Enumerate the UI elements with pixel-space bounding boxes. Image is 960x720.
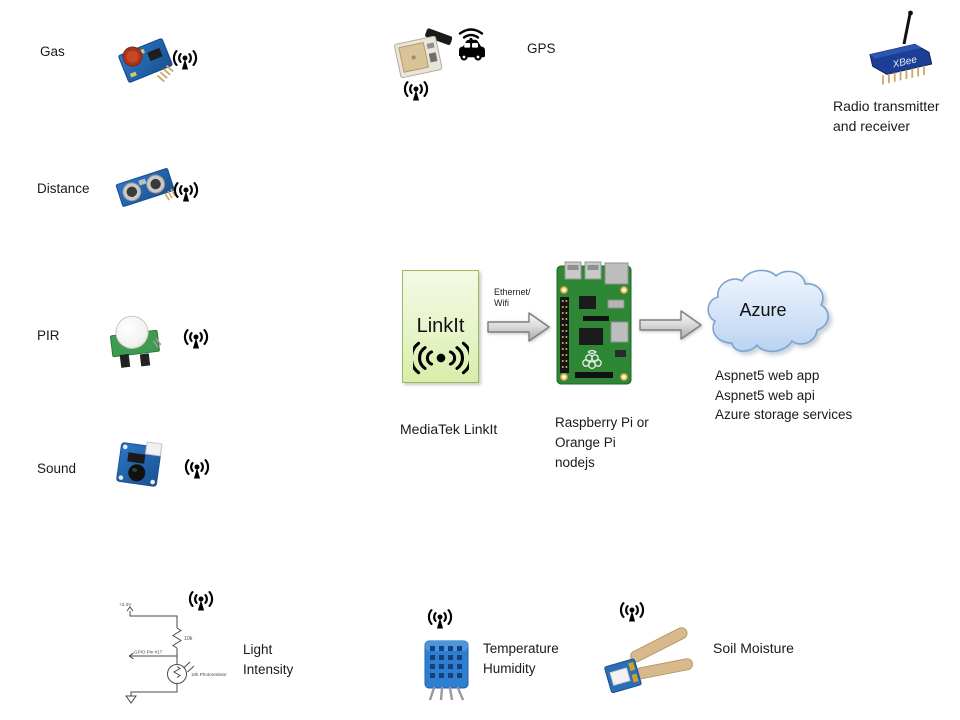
wireless-signal-icon bbox=[412, 341, 469, 375]
azure-cloud: Azure bbox=[702, 266, 832, 361]
arrow-pi-to-azure bbox=[639, 307, 703, 343]
distance-radio-icon-slot bbox=[172, 177, 200, 203]
radio-transmitter-label: Radio transmitter and receiver bbox=[833, 98, 940, 134]
ethernet-wifi-label: Ethernet/ Wifi bbox=[494, 287, 531, 308]
radio-broadcast-icon bbox=[188, 591, 214, 611]
radio-transmitter-image: XBee bbox=[858, 8, 936, 86]
light-circuit-schematic: +3.3V 10k GPIO Pin #17 10k Photoresistor bbox=[115, 598, 243, 704]
circuit-gpio-label: GPIO Pin #17 bbox=[134, 650, 163, 655]
radio-broadcast-icon bbox=[619, 602, 645, 622]
light-radio-icon-slot bbox=[187, 586, 215, 612]
radio-broadcast-icon bbox=[172, 50, 198, 70]
pir-radio-icon-slot bbox=[182, 324, 210, 350]
distance-sensor-image bbox=[114, 162, 176, 212]
gps-radio-icon-slot bbox=[402, 76, 430, 102]
gps-label: GPS bbox=[527, 41, 556, 56]
gas-sensor-image bbox=[116, 31, 174, 85]
temperature-radio-icon-slot bbox=[426, 604, 454, 630]
radio-broadcast-icon bbox=[173, 182, 199, 202]
temperature-humidity-label: Temperature Humidity bbox=[483, 641, 559, 676]
car-wifi-icon bbox=[451, 26, 491, 66]
circuit-vcc-label: +3.3V bbox=[119, 602, 132, 607]
gas-label: Gas bbox=[40, 44, 65, 59]
sound-sensor-image bbox=[111, 436, 167, 492]
mediatek-caption: MediaTek LinkIt bbox=[400, 421, 498, 437]
gateway-caption: Raspberry Pi or Orange Pi nodejs bbox=[555, 415, 649, 470]
azure-cloud-title: Azure bbox=[739, 300, 786, 320]
radio-broadcast-icon bbox=[183, 329, 209, 349]
gps-module-image bbox=[390, 24, 452, 82]
linkit-title: LinkIt bbox=[416, 315, 465, 337]
linkit-box: LinkIt bbox=[402, 270, 479, 383]
distance-label: Distance bbox=[37, 181, 90, 196]
radio-broadcast-icon bbox=[403, 81, 429, 101]
gas-radio-icon-slot bbox=[171, 45, 199, 71]
circuit-resistor-label: 10k bbox=[184, 636, 193, 642]
radio-broadcast-icon bbox=[184, 459, 210, 479]
dht11-sensor-image bbox=[417, 636, 475, 700]
sound-label: Sound bbox=[37, 461, 77, 476]
pir-label: PIR bbox=[37, 328, 60, 343]
soil-radio-icon-slot bbox=[618, 597, 646, 623]
pir-sensor-image bbox=[103, 310, 167, 370]
soil-moisture-label: Soil Moisture bbox=[713, 640, 794, 656]
azure-services-list: Aspnet5 web app Aspnet5 web api Azure st… bbox=[715, 368, 853, 422]
raspberry-pi-image bbox=[553, 260, 635, 388]
arrow-linkit-to-pi bbox=[487, 309, 551, 345]
sound-radio-icon-slot bbox=[183, 454, 211, 480]
soil-moisture-sensor-image bbox=[604, 617, 700, 693]
circuit-photoresistor-label: 10k Photoresistor bbox=[191, 672, 227, 677]
light-intensity-label: Light Intensity bbox=[243, 642, 294, 677]
radio-broadcast-icon bbox=[427, 609, 453, 629]
